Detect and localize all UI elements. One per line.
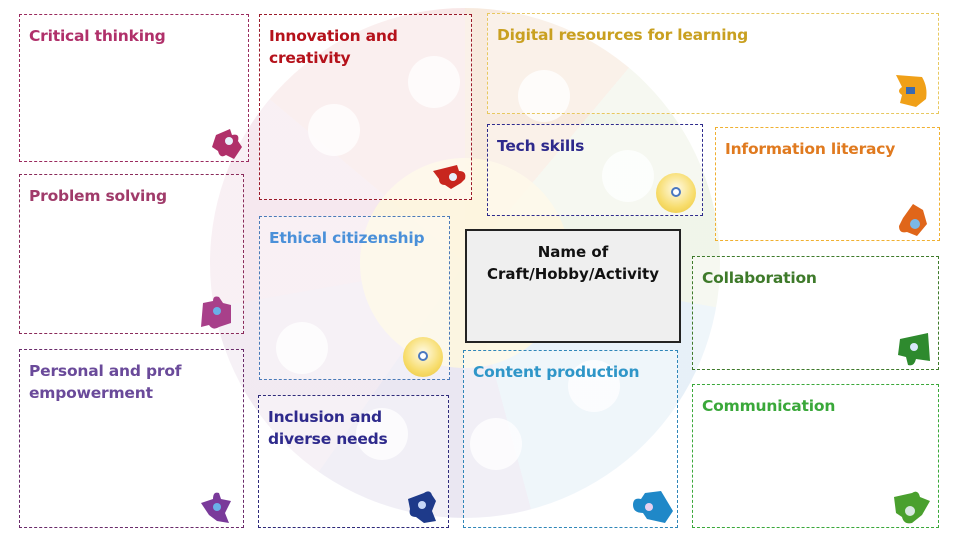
competence-title: Personal and prof empowerment [29,362,182,402]
competence-title: Collaboration [702,269,817,287]
orb-icon [403,337,443,377]
cycle-icon [356,408,408,460]
competence-box-personal-prof-empowerment[interactable]: Personal and prof empowerment [19,349,244,528]
competence-title: Critical thinking [29,27,166,45]
question-icon [308,104,360,156]
competence-title: Information literacy [725,140,896,158]
media-icon [568,360,620,412]
competence-box-communication[interactable]: Communication [692,384,939,528]
puzzle-piece-icon [210,125,246,161]
competence-box-content-production[interactable]: Content production [463,350,678,528]
puzzle-piece-icon [896,331,932,367]
puzzle-piece-icon [895,202,931,238]
puzzle-piece-icon [892,489,932,525]
puzzle-piece-icon [631,489,675,525]
puzzle-piece-icon [199,489,235,525]
monitor-icon [470,418,522,470]
competence-title: Content production [473,363,640,381]
competence-box-critical-thinking[interactable]: Critical thinking [19,14,249,162]
competence-title: Problem solving [29,187,167,205]
competence-box-innovation-creativity[interactable]: Innovation and creativity [259,14,472,200]
competence-title: Communication [702,397,836,415]
competence-box-ethical-citizenship[interactable]: Ethical citizenship [259,216,450,380]
competence-box-information-literacy[interactable]: Information literacy [715,127,940,241]
puzzle-piece-icon [199,295,235,331]
activity-name-box[interactable]: Name of Craft/Hobby/Activity [465,229,681,343]
competence-title: Inclusion and diverse needs [268,408,388,448]
competence-box-tech-skills[interactable]: Tech skills [487,124,703,216]
activity-name-line1: Name of [537,243,609,261]
competence-title: Digital resources for learning [497,26,749,44]
competence-box-collaboration[interactable]: Collaboration [692,256,939,370]
lightbulb-icon [408,56,460,108]
activity-name-line2: Craft/Hobby/Activity [487,265,659,283]
magnifier-icon [602,150,654,202]
competence-box-digital-resources[interactable]: Digital resources for learning [487,13,939,114]
hierarchy-icon [276,322,328,374]
competence-title: Innovation and creativity [269,27,398,67]
puzzle-piece-icon [431,159,467,195]
puzzle-piece-icon [894,73,930,109]
competence-box-problem-solving[interactable]: Problem solving [19,174,244,334]
competence-box-inclusion-diverse-needs[interactable]: Inclusion and diverse needs [258,395,449,528]
competence-title: Tech skills [497,137,585,155]
competence-title: Ethical citizenship [269,229,425,247]
puzzle-piece-icon [404,489,440,525]
orb-icon [656,173,696,213]
